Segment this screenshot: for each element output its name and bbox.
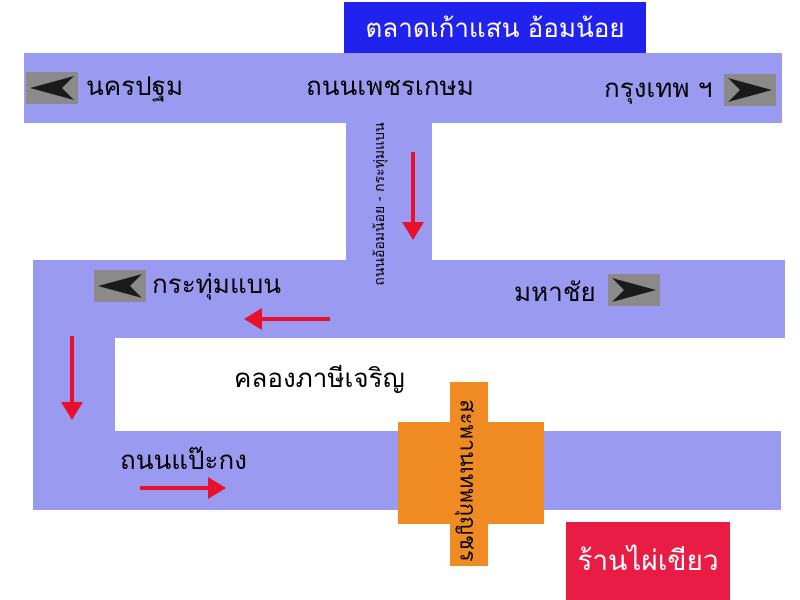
left-direction-sign bbox=[26, 72, 78, 104]
label-omnoi-krathum-road: ถนนอ้อมน้อย - กระทุ่มแบน bbox=[372, 122, 388, 286]
label-mahachai: มหาชัย bbox=[514, 278, 596, 308]
label-krathum-baen: กระทุ่มแบน bbox=[152, 270, 281, 300]
arrow-right-bottom-icon bbox=[140, 477, 226, 499]
right-direction-sign bbox=[724, 74, 776, 106]
market-title-box: ตลาดเก้าแสน อ้อมน้อย bbox=[344, 2, 646, 54]
arrow-left-icon bbox=[94, 270, 146, 302]
krathum-direction-sign bbox=[94, 270, 146, 302]
label-paekong-road: ถนนแป๊ะกง bbox=[120, 446, 247, 476]
label-bangkok: กรุงเทพ ฯ bbox=[604, 74, 713, 104]
arrow-down-connector-icon bbox=[402, 152, 424, 240]
shop-label: ร้านไผ่เขียว bbox=[577, 544, 719, 577]
label-phetkasem-road: ถนนเพชรเกษม bbox=[306, 72, 474, 102]
bridge-vertical bbox=[450, 382, 488, 566]
label-canal: คลองภาษีเจริญ bbox=[234, 364, 405, 394]
arrow-down-left-icon bbox=[61, 336, 83, 420]
mahachai-direction-sign bbox=[608, 274, 660, 306]
arrow-left-icon bbox=[26, 72, 78, 104]
top-road bbox=[24, 53, 782, 123]
arrow-right-icon bbox=[724, 74, 776, 106]
connector-road bbox=[346, 120, 432, 265]
arrow-right-icon bbox=[608, 274, 660, 306]
arrow-left-middle-icon bbox=[244, 308, 330, 330]
market-title: ตลาดเก้าแสน อ้อมน้อย bbox=[365, 13, 625, 44]
bridge-label: สะพานเทพกุญชร bbox=[454, 399, 480, 562]
label-nakhon-pathom: นครปฐม bbox=[86, 72, 184, 102]
shop-box: ร้านไผ่เขียว bbox=[566, 522, 730, 600]
